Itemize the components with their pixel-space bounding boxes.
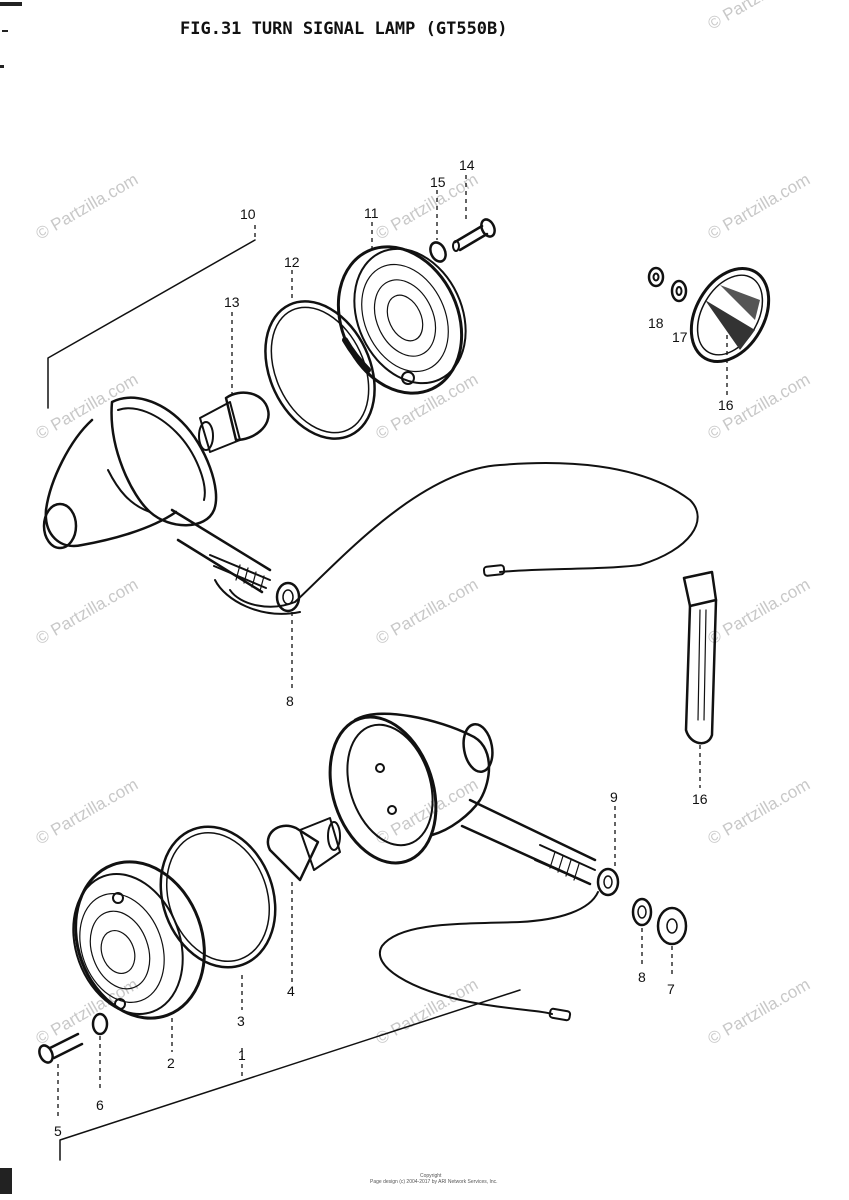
callout-18: 17: [672, 329, 688, 345]
leader-lines: [57, 175, 728, 1120]
callout-16: 16: [692, 791, 708, 807]
watermark: © Partzilla.com: [705, 975, 814, 1049]
screw-lower: [38, 1032, 84, 1064]
screw-upper: [452, 218, 496, 252]
watermark: © Partzilla.com: [373, 575, 482, 649]
lower-nut: [596, 867, 620, 897]
callout-3: 3: [237, 1013, 245, 1029]
callout-10: 10: [240, 206, 256, 222]
bulb-upper: [198, 391, 270, 453]
reflector: [689, 266, 771, 364]
callout-5: 5: [54, 1123, 62, 1139]
washer-lower: [91, 1012, 109, 1036]
lower-wire-terminal: [548, 1007, 572, 1022]
callout-2: 2: [167, 1055, 175, 1071]
bulb-lower: [266, 817, 341, 882]
washer-7: [656, 906, 688, 946]
watermark: © Partzilla.com: [705, 575, 814, 649]
assembly-bracket-10: [47, 239, 256, 409]
upper-lamp-housing: [42, 396, 301, 613]
watermark: © Partzilla.com: [373, 170, 482, 244]
callout-8-upper: 8: [286, 693, 294, 709]
assembly-bracket-1: [59, 989, 521, 1161]
callout-13: 13: [224, 294, 240, 310]
thread-marks: [235, 564, 265, 592]
callout-7: 7: [667, 981, 675, 997]
lens-lower: [72, 860, 206, 1020]
watermark: © Partzilla.com: [33, 775, 142, 849]
callout-8-lower: 8: [638, 969, 646, 985]
lower-lamp-housing: [328, 712, 620, 897]
callout-4: 4: [287, 983, 295, 999]
callout-6: 6: [96, 1097, 104, 1113]
thread-marks: [549, 851, 580, 881]
callout-1: 1: [238, 1047, 246, 1063]
connector-16: [682, 570, 718, 745]
washer-8-lower: [631, 897, 653, 927]
watermark: © Partzilla.com: [705, 170, 814, 244]
footer-credit: Page design (c) 2004-2017 by ARI Network…: [370, 1179, 498, 1185]
callout-9: 9: [610, 789, 618, 805]
watermark: © Partzilla.com: [705, 775, 814, 849]
callout-14: 14: [459, 157, 475, 173]
watermark: © Partzilla.com: [373, 370, 482, 444]
washer-upper: [429, 241, 447, 263]
washer-18: [670, 279, 688, 303]
callout-11: 11: [364, 205, 379, 221]
callout-19: 18: [648, 315, 664, 331]
gasket-upper: [264, 300, 376, 440]
watermark: © Partzilla.com: [373, 975, 482, 1049]
upper-wire-terminal: [482, 564, 506, 577]
washer-19: [647, 266, 665, 288]
upper-wire: [229, 462, 699, 608]
watermark: © Partzilla.com: [33, 575, 142, 649]
footer-copyright: Copyright: [420, 1173, 442, 1179]
lower-wire: [379, 891, 599, 1015]
scan-noise: [0, 2, 22, 1194]
callout-12: 12: [284, 254, 300, 270]
watermark: © Partzilla.com: [33, 370, 142, 444]
lens-upper: [336, 245, 467, 395]
callout-labels: 10 11 12 13 14 15 8 16 17 18 16 9 8 7 4 …: [54, 157, 734, 1139]
figure-title: FIG.31 TURN SIGNAL LAMP (GT550B): [180, 19, 508, 39]
watermark: © Partzilla.com: [705, 0, 814, 33]
callout-15: 15: [430, 174, 446, 190]
watermark: © Partzilla.com: [33, 170, 142, 244]
callout-17: 16: [718, 397, 734, 413]
